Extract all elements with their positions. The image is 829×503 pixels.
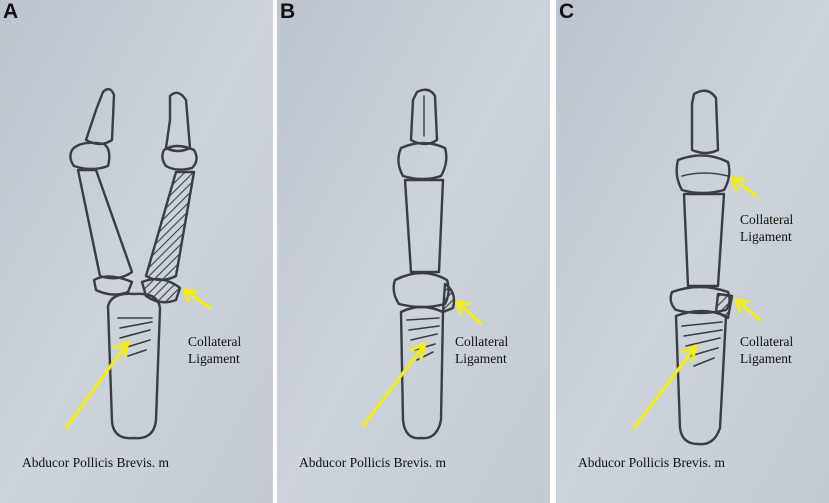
panel-letter: A xyxy=(3,0,19,23)
metacarpal-hatching xyxy=(681,321,723,367)
panel-b: B Collateral Ligament Abducor Pollicis B… xyxy=(277,0,550,503)
ligament-label-line1: Collateral xyxy=(188,334,242,349)
panel-letter: B xyxy=(280,0,296,23)
ligament-label-line2: Ligament xyxy=(188,350,240,366)
ligament-arrow xyxy=(455,300,483,326)
left-ip-joint xyxy=(69,141,111,171)
panel-c: C Collateral Ligament Collateral Ligamen… xyxy=(556,0,829,503)
ligament-arrow-upper xyxy=(730,176,758,198)
metacarpal xyxy=(106,292,162,440)
muscle-arrow xyxy=(64,340,130,430)
ip-joint xyxy=(397,141,448,181)
panel-b-drawing xyxy=(277,0,550,503)
ligament-label-line2: Ligament xyxy=(740,228,792,244)
ligament-label-lower: Collateral Ligament xyxy=(740,334,793,368)
right-ip-joint xyxy=(161,144,198,171)
panel-a-drawing xyxy=(0,0,273,503)
muscle-label: Abducor Pollicis Brevis. m xyxy=(22,455,169,470)
metacarpal-hatching xyxy=(406,317,440,361)
muscle-arrow xyxy=(361,342,427,428)
ligament-label: Collateral Ligament xyxy=(455,334,508,368)
ligament-label-line1: Collateral xyxy=(455,334,509,349)
metacarpal-hatching xyxy=(117,317,153,357)
muscle-label: Abducor Pollicis Brevis. m xyxy=(578,455,725,470)
panel-letter: C xyxy=(559,0,575,23)
metacarpal xyxy=(674,309,728,446)
ligament-label-upper: Collateral Ligament xyxy=(740,212,793,246)
ligament-label: Collateral Ligament xyxy=(188,334,241,368)
left-distal-phalanx xyxy=(84,87,116,146)
proximal-phalanx xyxy=(682,192,726,288)
panel-a: A Collateral Ligament Abducor Pollicis B… xyxy=(0,0,273,503)
muscle-label: Abducor Pollicis Brevis. m xyxy=(299,455,446,470)
paper-background xyxy=(277,0,550,503)
paper-background xyxy=(556,0,829,503)
ip-joint-line xyxy=(681,172,729,177)
metacarpal xyxy=(399,305,445,440)
ip-joint xyxy=(675,154,731,195)
ligament-arrow-lower xyxy=(734,298,762,322)
distal-phalanx xyxy=(409,88,439,146)
ligament-label-line1: Collateral xyxy=(740,334,794,349)
ligament-patch xyxy=(714,292,734,320)
ligament-label-line2: Ligament xyxy=(455,350,507,366)
ligament-label-line1: Collateral xyxy=(740,212,794,227)
distal-phalanx xyxy=(690,89,720,155)
proximal-phalanx xyxy=(403,178,445,274)
ligament-arrow xyxy=(182,288,212,310)
ligament-label-line2: Ligament xyxy=(740,350,792,366)
muscle-arrow xyxy=(632,344,698,430)
mcp-joint xyxy=(92,275,134,296)
paper-background xyxy=(0,0,273,503)
panel-c-drawing xyxy=(556,0,829,503)
ligament-patch xyxy=(441,282,456,314)
